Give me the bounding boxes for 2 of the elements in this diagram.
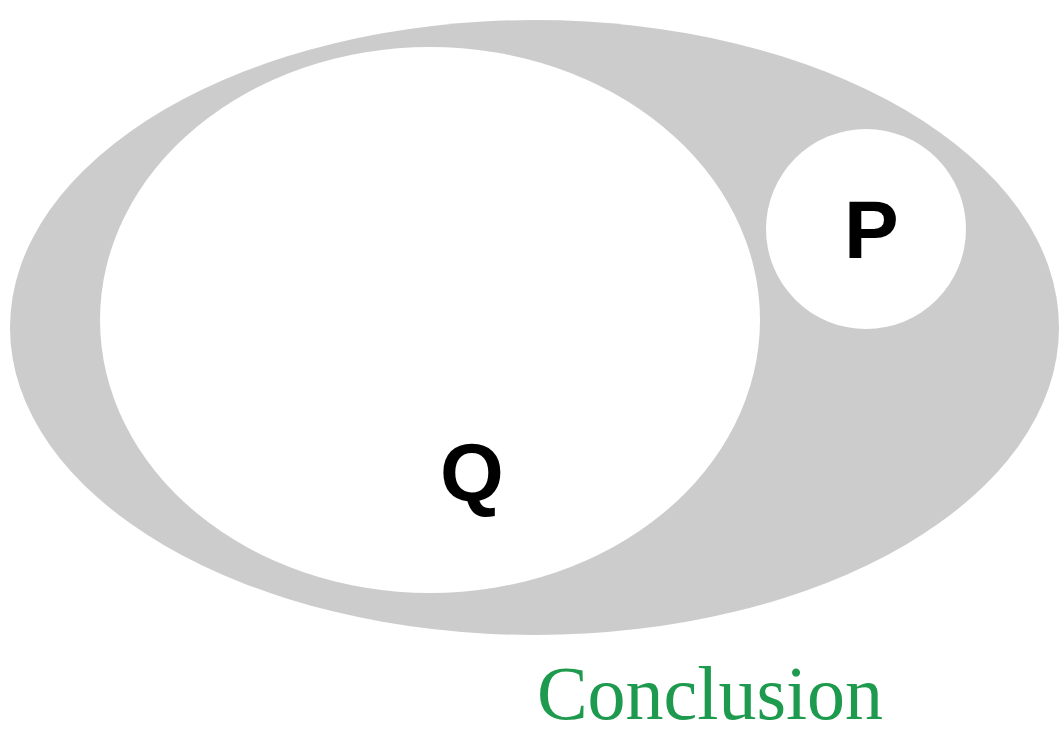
set-label: P xyxy=(844,189,899,271)
caption: Conclusion xyxy=(535,655,885,731)
